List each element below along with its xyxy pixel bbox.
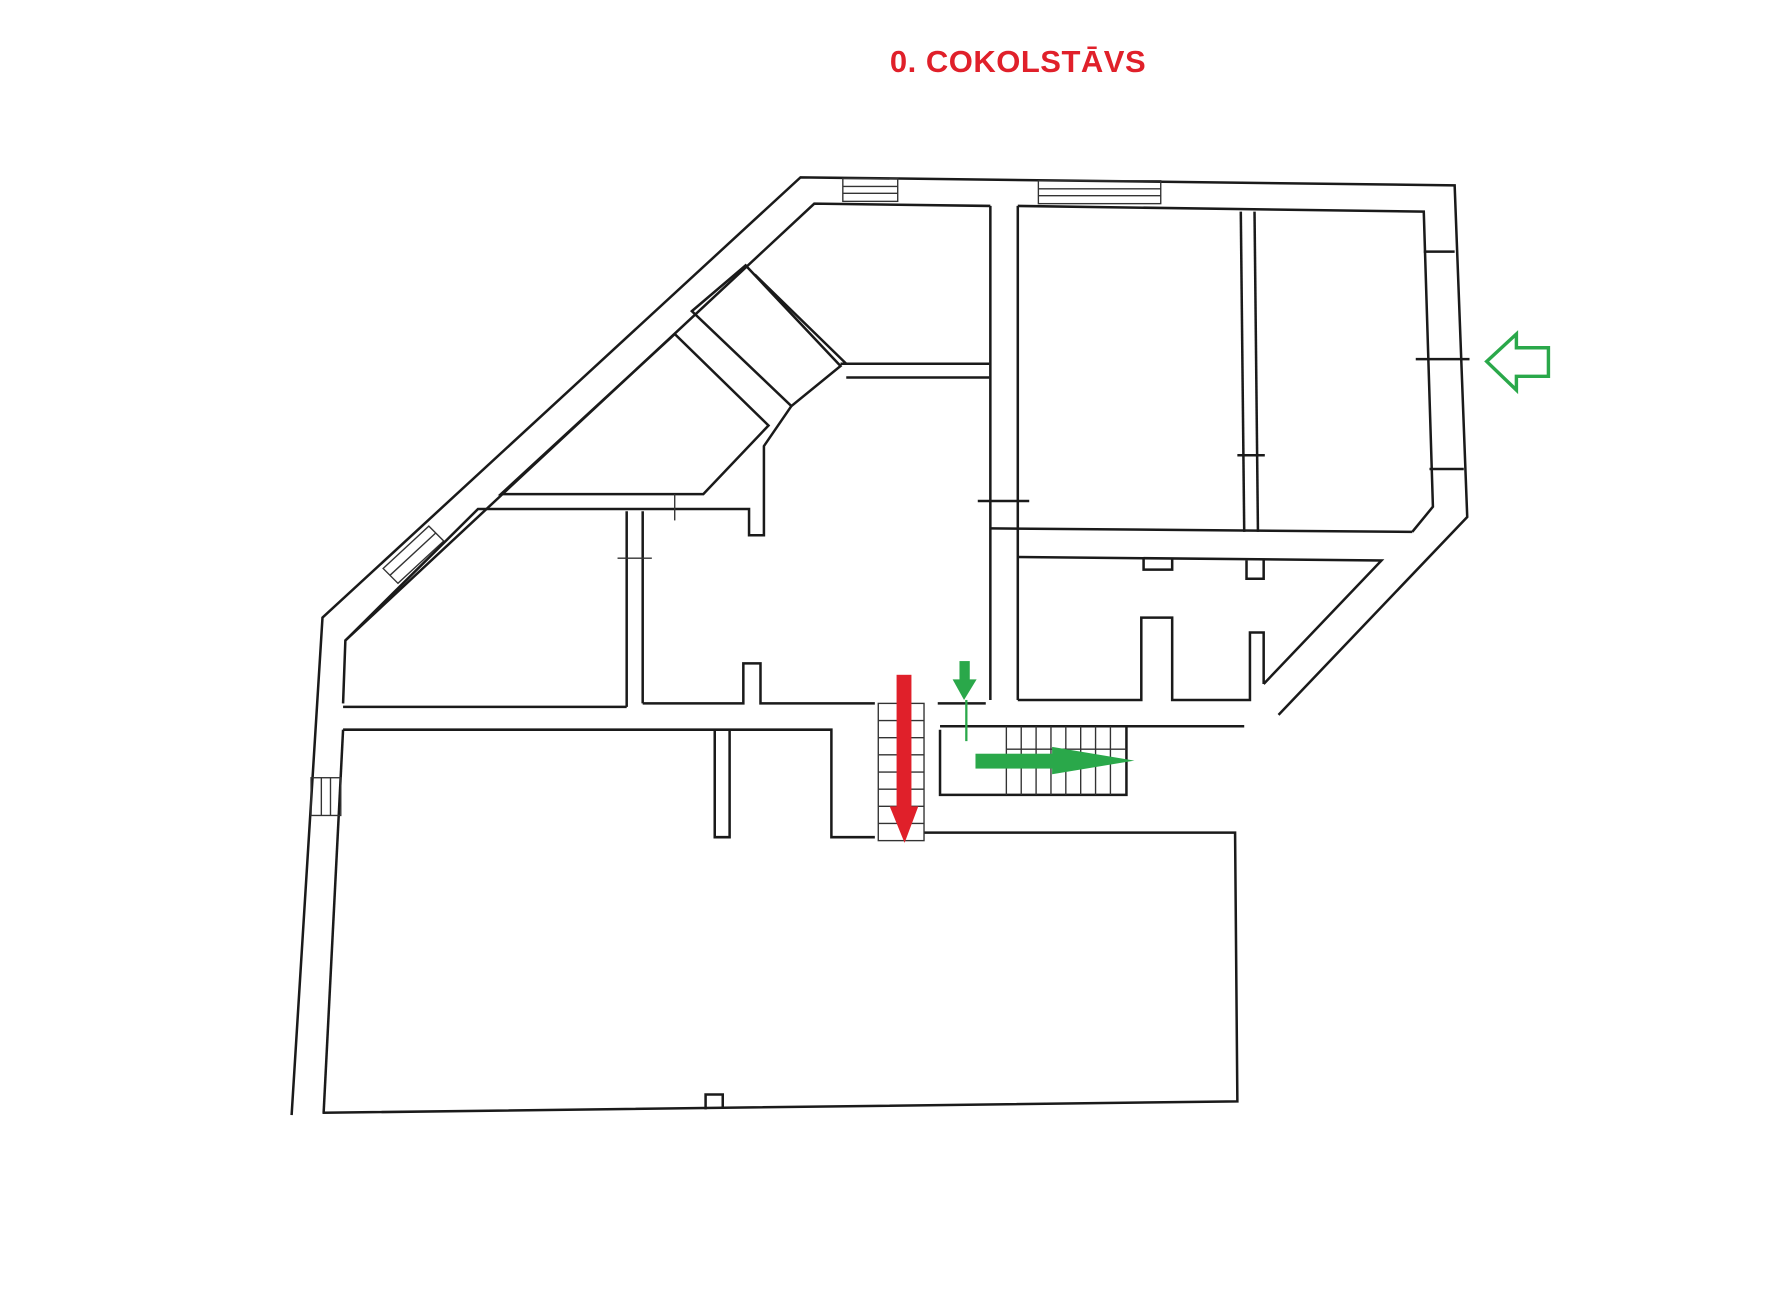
arrow-down-red-icon (889, 674, 919, 843)
outer-walls (290, 176, 1469, 1116)
windows (310, 177, 1470, 817)
interior-walls (343, 205, 1413, 1110)
floor-title: 0. COKOLSTĀVS (889, 44, 1147, 79)
arrow-left-outline-green-icon (1484, 330, 1551, 395)
arrow-down-green-icon (952, 661, 977, 742)
staircases (877, 702, 1127, 842)
arrow-right-green-icon (975, 746, 1135, 775)
